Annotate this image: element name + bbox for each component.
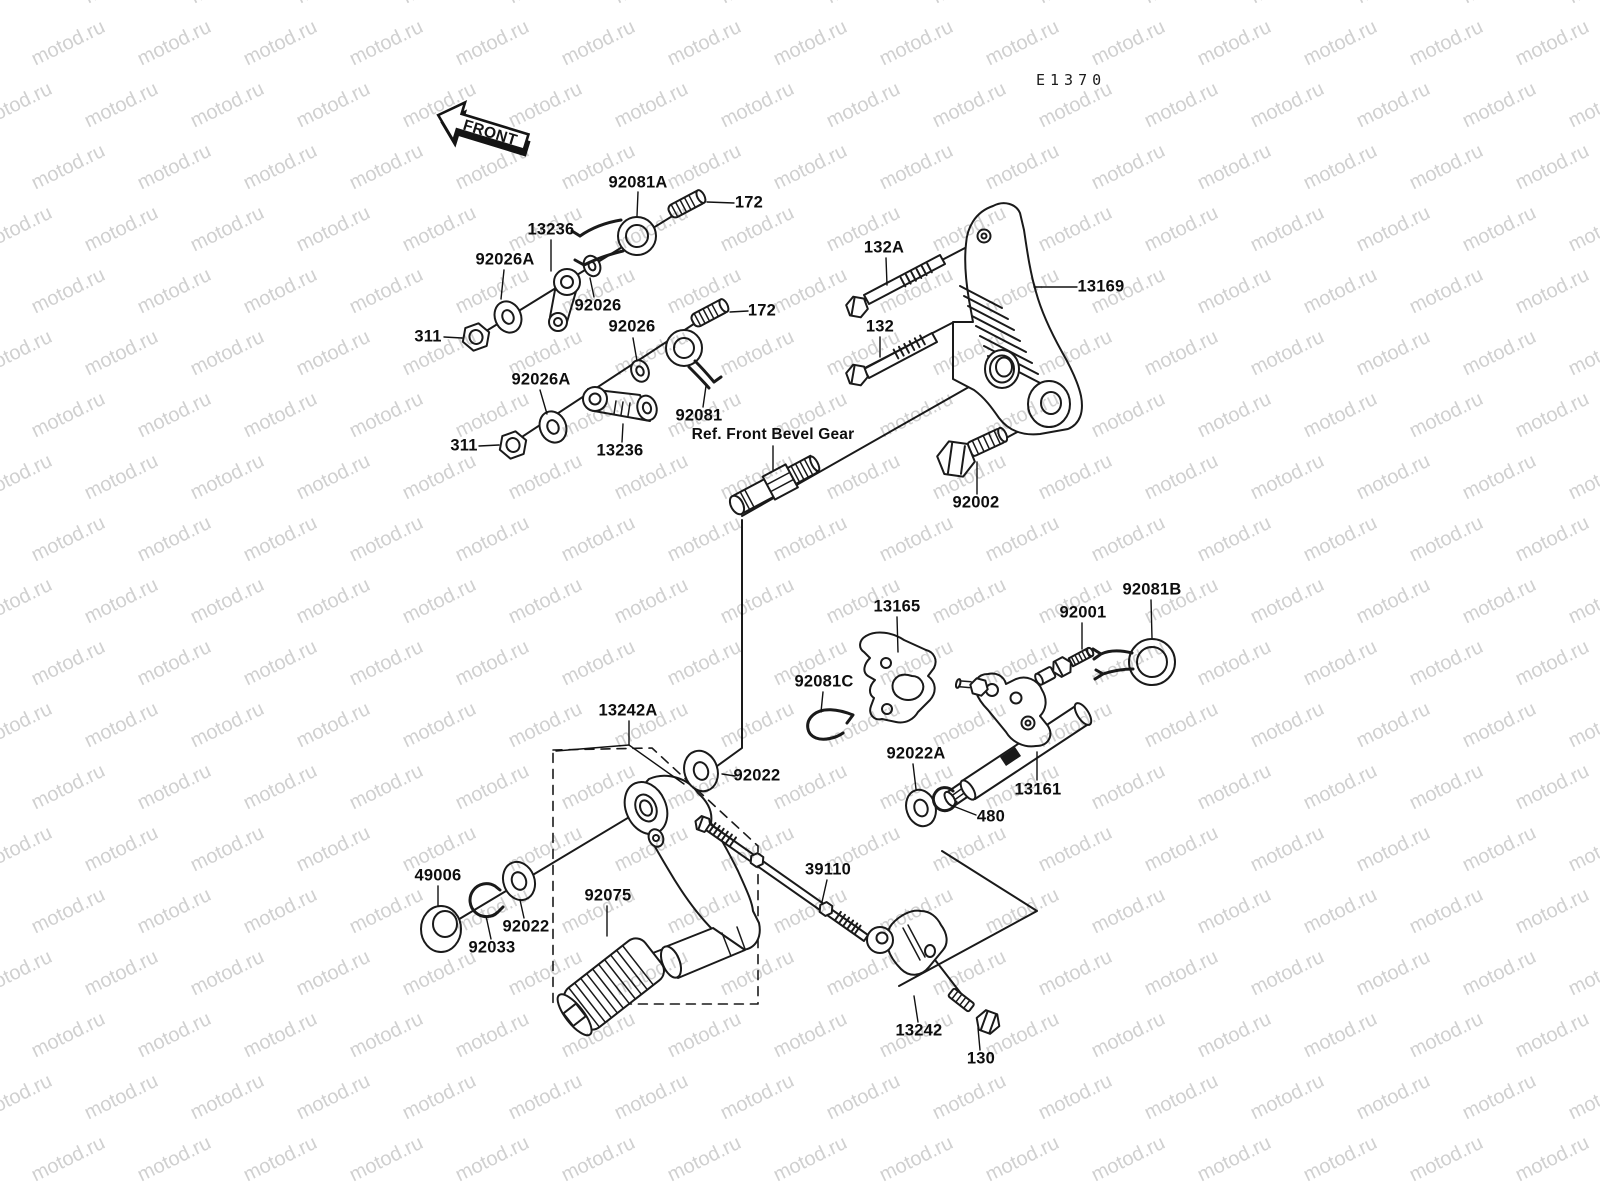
tie-rod-39110 <box>705 822 869 942</box>
washer-92022-lower <box>501 860 537 902</box>
nut-311-lower <box>498 430 528 460</box>
lever-set-lower <box>498 298 730 460</box>
label-leader-lines <box>437 191 1153 1051</box>
front-arrow-icon <box>436 100 531 152</box>
nut-311-upper <box>461 322 491 352</box>
bevel-gear-shaft <box>728 454 821 516</box>
bolt-132a <box>845 254 946 319</box>
pedal-pivot-boss <box>623 781 669 835</box>
washer-92026a-upper <box>493 300 523 334</box>
cap-49006 <box>420 905 462 953</box>
spring-92081b <box>1091 638 1176 686</box>
spring-92081 <box>665 329 723 390</box>
circlip-480 <box>931 786 958 813</box>
spring-92081c <box>806 708 855 741</box>
plate-13165 <box>859 631 937 724</box>
shift-lever-13242 <box>866 909 948 976</box>
washer-92026-lower <box>630 359 650 383</box>
page-code: E1370 <box>1036 71 1107 89</box>
spring-92081a <box>570 216 657 267</box>
bolt-92002 <box>936 426 1009 478</box>
bolt-132 <box>845 332 938 387</box>
circlip-92033 <box>468 882 505 919</box>
lever-set-upper <box>461 189 707 352</box>
stud-172-upper <box>667 189 707 219</box>
front-arrow-badge: FRONT <box>434 74 554 174</box>
axis-lines <box>445 198 1049 1001</box>
washer-92026a-lower <box>538 410 568 444</box>
washer-92022-pedal <box>683 749 719 793</box>
bracket-13169 <box>952 202 1083 436</box>
bolt-130 <box>947 987 1001 1035</box>
stud-172-lower <box>690 298 730 328</box>
lever-boss <box>636 394 658 422</box>
bolt-92001 <box>1034 646 1095 686</box>
shift-shaft-13161 <box>943 672 1093 808</box>
footpeg-rubber-92075 <box>556 937 665 1037</box>
arm-bolt <box>954 677 989 697</box>
